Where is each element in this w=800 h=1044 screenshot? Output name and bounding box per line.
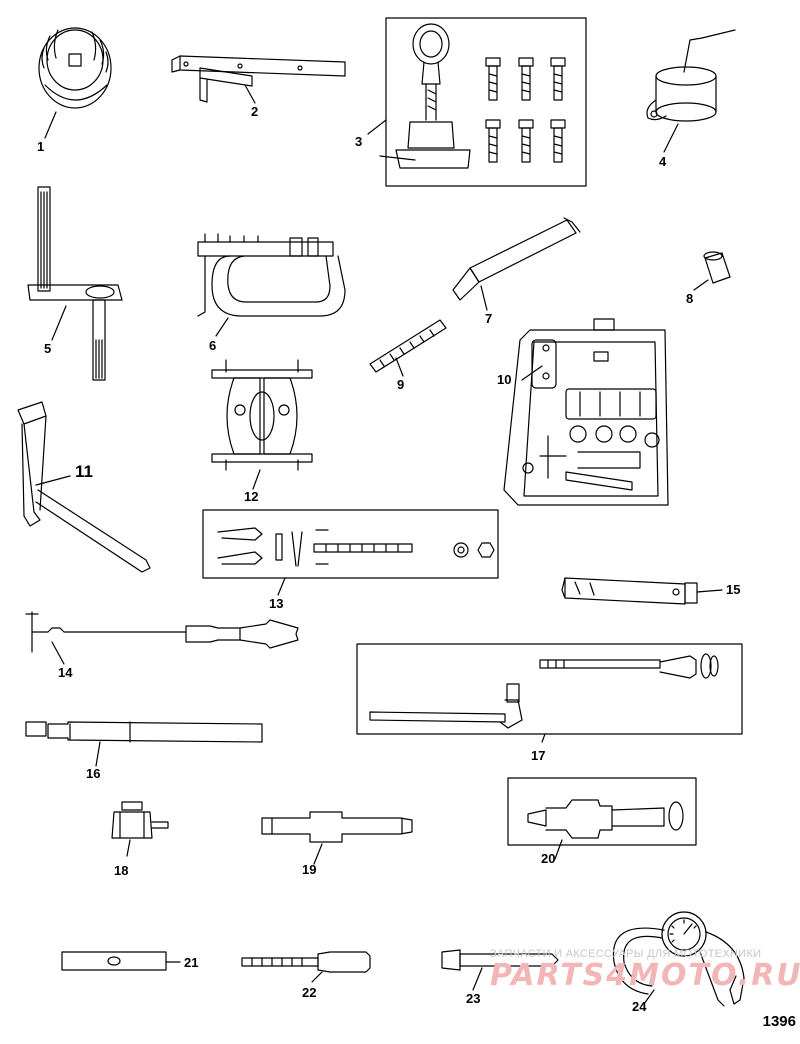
- callout-17: 17: [531, 748, 546, 763]
- leader-3: [367, 119, 387, 135]
- leader-15: [696, 589, 723, 593]
- callout-5: 5: [44, 341, 52, 356]
- callout-1: 1: [37, 139, 45, 154]
- callout-23: 23: [466, 991, 481, 1006]
- leader-1: [44, 111, 57, 139]
- callout-4: 4: [659, 154, 667, 169]
- leader-10: [521, 365, 543, 381]
- leader-2: [244, 84, 256, 104]
- figure-number: 1396: [762, 1013, 796, 1030]
- tool-10-tool-case: [503, 318, 669, 506]
- tool-23-hex-driver: [441, 949, 559, 971]
- callout-21: 21: [184, 955, 199, 970]
- tool-3-lifting-eye-kit: [379, 17, 587, 187]
- leader-24: [643, 989, 655, 1005]
- tool-13-puller-kit: [202, 509, 499, 579]
- tool-4-ring-compressor: [646, 29, 736, 122]
- tool-16-long-driver: [25, 721, 263, 743]
- tool-14-slide-hammer: [25, 611, 299, 653]
- callout-8: 8: [686, 291, 694, 306]
- tool-5-splined-t-handle: [27, 186, 123, 381]
- callout-13: 13: [269, 596, 284, 611]
- leader-12: [252, 469, 261, 490]
- leader-22: [311, 971, 323, 983]
- callout-7: 7: [485, 311, 493, 326]
- tool-2-holder-bar: [171, 55, 346, 103]
- callout-9: 9: [397, 377, 405, 392]
- tool-18-adapter: [111, 801, 169, 839]
- leader-6: [215, 317, 229, 337]
- tool-12-bearing-separator: [211, 359, 313, 471]
- tool-21-flat-bar: [61, 951, 167, 971]
- callout-24: 24: [632, 999, 647, 1014]
- leader-11: [35, 475, 71, 486]
- tool-15-tube-wrench: [561, 577, 698, 605]
- leader-20: [554, 839, 563, 860]
- tool-22-threaded-driver: [241, 951, 371, 973]
- callout-10: 10: [497, 372, 512, 387]
- leader-4: [663, 123, 679, 153]
- tool-6-c-clamp: [197, 233, 346, 317]
- leader-7: [480, 285, 488, 311]
- tool-19-installer-shaft: [261, 811, 413, 843]
- leader-8: [693, 279, 709, 291]
- callout-15: 15: [726, 582, 741, 597]
- tool-20-coupling-kit: [507, 777, 697, 846]
- leader-5: [51, 305, 67, 341]
- leader-9: [395, 357, 404, 377]
- callout-18: 18: [114, 863, 129, 878]
- tool-8-sleeve: [703, 251, 731, 284]
- leader-16: [95, 741, 101, 767]
- leader-14: [51, 641, 65, 665]
- kit-3-bolts: [485, 57, 566, 163]
- leader-17: [541, 733, 546, 743]
- tool-7-driver-rod: [452, 217, 581, 301]
- callout-6: 6: [209, 338, 217, 353]
- callout-20: 20: [541, 851, 556, 866]
- leader-13: [277, 577, 286, 596]
- leader-19: [313, 843, 323, 865]
- tool-1-filter-wrench: [38, 27, 112, 109]
- leader-23: [472, 967, 483, 991]
- tool-17-wrench-kit: [356, 643, 743, 735]
- callout-12: 12: [244, 489, 259, 504]
- tool-9-threaded-pin: [369, 319, 447, 373]
- leader-18: [126, 839, 131, 857]
- callout-22: 22: [302, 985, 317, 1000]
- tool-11-plug-wrench: [17, 401, 151, 573]
- callout-3: 3: [355, 134, 363, 149]
- callout-11: 11: [75, 462, 93, 481]
- callout-2: 2: [251, 104, 259, 119]
- tool-24-pressure-gauge: [612, 911, 745, 1007]
- callout-14: 14: [58, 665, 73, 680]
- callout-19: 19: [302, 862, 317, 877]
- callout-16: 16: [86, 766, 101, 781]
